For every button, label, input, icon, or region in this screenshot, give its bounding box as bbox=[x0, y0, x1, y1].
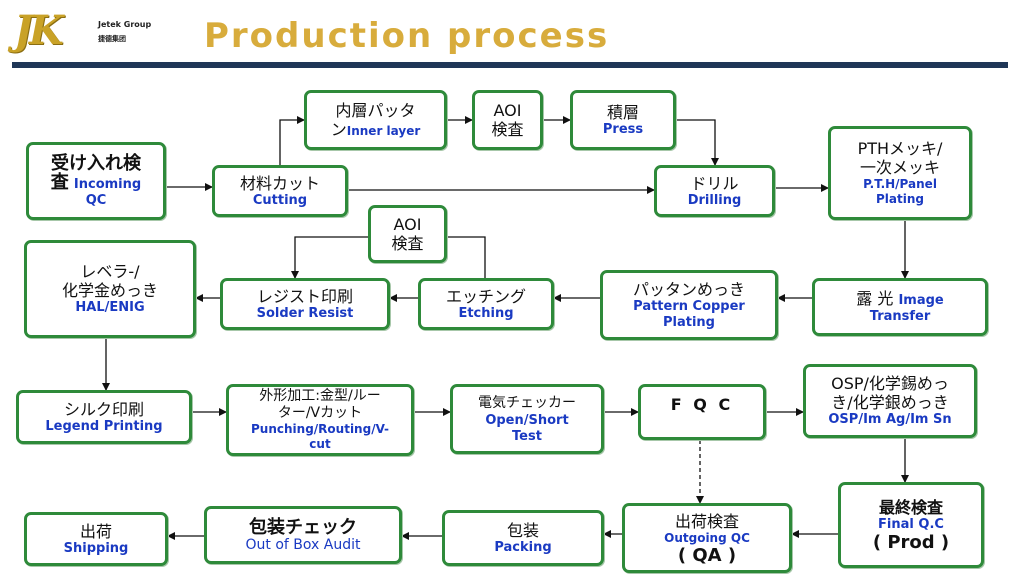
step-label-en: HAL/ENIG bbox=[75, 300, 145, 315]
step-line: 露 光 Image bbox=[856, 289, 943, 309]
step-solder-resist: レジスト印刷 Solder Resist bbox=[220, 278, 390, 330]
step-label-en: Inner layer bbox=[346, 124, 421, 138]
step-label-en: Outgoing QC bbox=[664, 530, 750, 545]
jetek-logo: JK Jetek Group 捷德集团 bbox=[14, 8, 154, 54]
step-label-jp: 検査 bbox=[391, 234, 424, 253]
step-label-en: Packing bbox=[494, 539, 552, 555]
step-etching: エッチング Etching bbox=[418, 278, 554, 330]
step-label-jp: 化学金めっき bbox=[61, 281, 158, 300]
logo-mark: JK bbox=[14, 7, 64, 54]
step-punching-routing: 外形加工:金型/ルー ター/Vカット Punching/Routing/V- c… bbox=[226, 384, 414, 456]
line-etching-aoi bbox=[447, 236, 486, 278]
step-label-en: Transfer bbox=[869, 309, 931, 324]
step-legend-printing: シルク印刷 Legend Printing bbox=[16, 390, 192, 444]
step-label-en: Punching/Routing/V- bbox=[251, 422, 389, 436]
step-label-jp: レベラ-/ bbox=[80, 262, 140, 281]
arrow-press-drilling bbox=[676, 119, 719, 166]
step-shipping: 出荷 Shipping bbox=[24, 512, 168, 566]
arrow-cutting-inner bbox=[279, 116, 305, 165]
step-label-en: Open/Short bbox=[485, 412, 569, 428]
header: JK Jetek Group 捷德集团 Production process bbox=[0, 0, 1024, 70]
title-rule bbox=[12, 62, 1008, 68]
step-label-en: Drilling bbox=[687, 192, 742, 208]
step-label-en: Legend Printing bbox=[45, 418, 163, 434]
step-label-en: Pattern Copper bbox=[633, 298, 745, 314]
step-label-jp: OSP/化学錫めっ bbox=[831, 374, 949, 393]
step-pth-plating: PTHメッキ/ 一次メッキ P.T.H/Panel Plating bbox=[828, 126, 972, 220]
step-pattern-plating: パッタンめっき Pattern Copper Plating bbox=[600, 270, 778, 340]
step-label-sub: ( QA ) bbox=[677, 544, 737, 566]
step-label: AOI bbox=[493, 101, 522, 120]
step-line: ンInner layer bbox=[331, 120, 421, 139]
step-label-jp: ター/Vカット bbox=[277, 405, 363, 421]
step-label-en: Out of Box Audit bbox=[245, 536, 361, 553]
step-label-en: Plating bbox=[663, 314, 715, 330]
step-out-of-box-audit: 包装チェック Out of Box Audit bbox=[204, 506, 402, 564]
step-label-en: Press bbox=[602, 121, 644, 137]
step-label-en: Solder Resist bbox=[256, 305, 354, 321]
step-final-qc: 最終検査 Final Q.C ( Prod ) bbox=[838, 482, 984, 568]
step-label-jp: 電気チェッカー bbox=[478, 394, 576, 411]
logo-chinese-name: 捷德集团 bbox=[98, 35, 126, 43]
step-label-jp: ン bbox=[330, 120, 347, 139]
step-outgoing-qc: 出荷検査 Outgoing QC ( QA ) bbox=[622, 503, 792, 573]
step-label-jp: 受け入れ検 bbox=[51, 152, 141, 174]
step-label-jp: 最終検査 bbox=[878, 498, 943, 517]
step-hal-enig: レベラ-/ 化学金めっき HAL/ENIG bbox=[24, 240, 196, 338]
step-label-jp: シルク印刷 bbox=[63, 399, 144, 419]
step-label-jp: 一次メッキ bbox=[859, 158, 940, 177]
step-incoming-qc: 受け入れ検 査 Incoming QC bbox=[26, 142, 166, 220]
step-image-transfer: 露 光 Image Transfer bbox=[812, 278, 988, 336]
step-label-en: Incoming bbox=[73, 176, 142, 192]
step-aoi-inspection-2: AOI 検査 bbox=[368, 205, 447, 263]
step-press: 積層 Press bbox=[570, 90, 676, 150]
step-label-sub: ( Prod ) bbox=[872, 532, 950, 553]
step-label-jp: き/化学銀めっき bbox=[831, 393, 949, 412]
step-label-jp: PTHメッキ/ bbox=[857, 139, 943, 158]
step-drilling: ドリル Drilling bbox=[654, 165, 775, 217]
step-label-en: Shipping bbox=[63, 540, 129, 556]
step-label-en: Final Q.C bbox=[878, 517, 944, 532]
step-label: F Q C bbox=[670, 395, 734, 414]
step-label-jp: 露 光 bbox=[856, 289, 894, 308]
step-label-jp: レジスト印刷 bbox=[256, 286, 353, 306]
logo-english-name: Jetek Group bbox=[98, 20, 152, 29]
step-label-en: Etching bbox=[458, 305, 514, 321]
step-inner-layer: 内層パッタ ンInner layer bbox=[304, 90, 447, 150]
step-label-jp: 包装チェック bbox=[249, 516, 357, 538]
step-label-en: Image bbox=[898, 293, 944, 308]
step-packing: 包装 Packing bbox=[442, 510, 604, 566]
arrow-aoi-solder bbox=[291, 236, 368, 279]
step-label-jp: エッチング bbox=[445, 286, 526, 306]
step-label-en: QC bbox=[85, 192, 107, 208]
step-label-jp: 出荷検査 bbox=[674, 511, 739, 531]
step-label-jp: 外形加工:金型/ルー bbox=[259, 388, 381, 404]
step-label-jp: ドリル bbox=[690, 173, 739, 193]
step-label-en: Test bbox=[512, 428, 542, 444]
step-label-en: P.T.H/Panel bbox=[863, 177, 937, 191]
step-label-en: cut bbox=[309, 437, 331, 451]
step-label-en: Cutting bbox=[252, 192, 308, 208]
step-label-en: Plating bbox=[876, 192, 924, 206]
step-label-jp: 査 bbox=[50, 171, 69, 193]
step-line: 査 Incoming bbox=[51, 173, 141, 193]
step-label-jp: パッタンめっき bbox=[632, 279, 745, 299]
step-osp-surface-finish: OSP/化学錫めっ き/化学銀めっき OSP/Im Ag/Im Sn bbox=[803, 364, 977, 438]
page-title: Production process bbox=[204, 16, 610, 56]
step-open-short-test: 電気チェッカー Open/Short Test bbox=[450, 384, 604, 454]
step-aoi-inspection-1: AOI 検査 bbox=[472, 90, 543, 150]
step-label-jp: 内層パッタ bbox=[335, 101, 416, 120]
step-label: AOI bbox=[393, 215, 422, 234]
step-cutting: 材料カット Cutting bbox=[212, 165, 348, 217]
step-label-jp: 材料カット bbox=[239, 173, 320, 193]
step-label-en: OSP/Im Ag/Im Sn bbox=[828, 412, 952, 427]
step-label-jp: 出荷 bbox=[79, 521, 112, 541]
step-fqc: F Q C bbox=[638, 384, 766, 440]
step-label-jp: 包装 bbox=[506, 520, 539, 540]
step-label-jp: 積層 bbox=[606, 102, 639, 122]
step-label-jp: 検査 bbox=[491, 120, 524, 139]
